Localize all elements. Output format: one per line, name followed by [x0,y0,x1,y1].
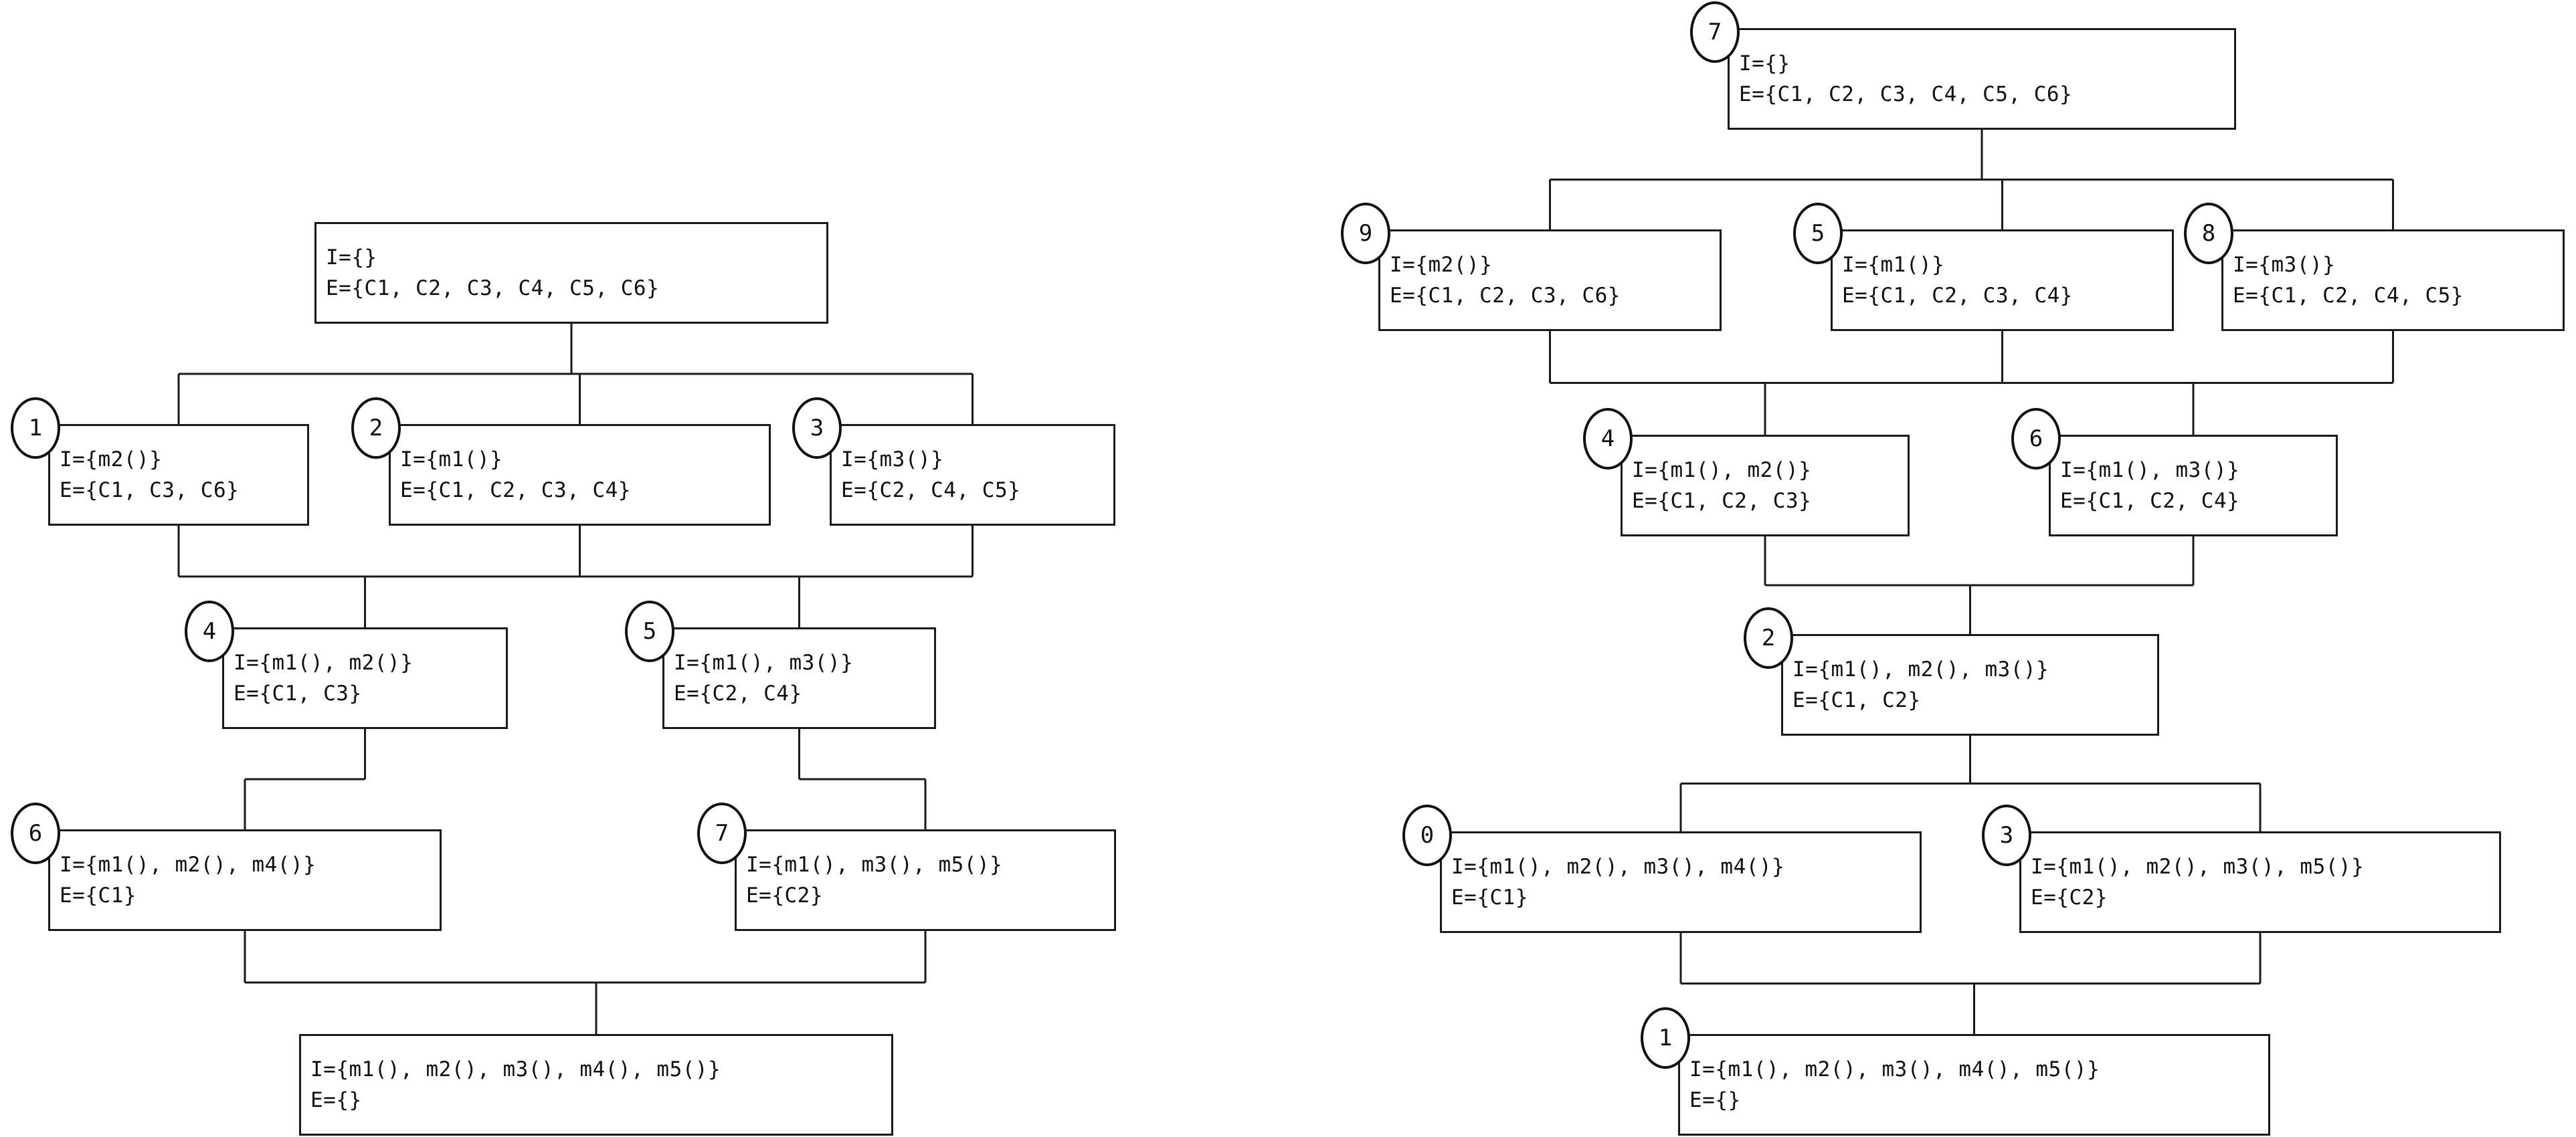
node-text-block: I={m1(), m2(), m3(), m4(), m5()} E={} [310,1054,721,1116]
node-id-badge-R-8: 8 [2184,203,2233,264]
node-extent-line: E={C1} [1451,886,1528,910]
concept-node-L-root[interactable]: I={} E={C1, C2, C3, C4, C5, C6} [314,222,828,324]
node-intent-line: I={m1(), m2(), m3(), m4(), m5()} [310,1057,721,1081]
node-id-badge-R-1: 1 [1641,1007,1690,1069]
node-id-badge-R-7: 7 [1690,1,1740,63]
node-text-block: I={} E={C1, C2, C3, C4, C5, C6} [326,242,659,304]
node-text-block: I={m1(), m2(), m4()} E={C1} [60,849,316,911]
node-text-block: I={m3()} E={C2, C4, C5} [841,444,1020,506]
concept-node-L-bottom[interactable]: I={m1(), m2(), m3(), m4(), m5()} E={} [299,1034,893,1136]
node-text-block: I={m2()} E={C1, C2, C3, C6} [1390,249,1621,311]
node-extent-line: E={C1, C2, C4} [2060,489,2240,513]
node-extent-line: E={C1, C2} [1792,688,1921,712]
node-intent-line: I={m1(), m2()} [234,651,413,675]
concept-node-L-1[interactable]: I={m2()} E={C1, C3, C6} [48,424,309,526]
node-intent-line: I={m3()} [841,447,944,472]
concept-node-L-5[interactable]: I={m1(), m3()} E={C2, C4} [662,627,936,729]
node-extent-line: E={C2, C4, C5} [841,478,1021,502]
node-extent-line: E={} [1689,1088,1741,1112]
node-intent-line: I={m1(), m3()} [2060,458,2240,482]
node-intent-line: I={m3()} [2233,253,2336,277]
node-id-badge-R-0: 0 [1402,805,1452,866]
node-text-block: I={m1(), m3(), m5()} E={C2} [746,849,1002,911]
node-intent-line: I={} [326,245,377,270]
node-extent-line: E={C2} [2031,886,2108,910]
node-text-block: I={m1(), m2(), m3(), m4()} E={C1} [1451,851,1784,913]
node-extent-line: E={} [310,1088,362,1112]
concept-node-R-5[interactable]: I={m1()} E={C1, C2, C3, C4} [1831,229,2174,331]
node-extent-line: E={C1, C2, C3, C4} [400,478,631,502]
node-text-block: I={m1(), m2(), m3(), m5()} E={C2} [2031,851,2364,913]
concept-node-R-3[interactable]: I={m1(), m2(), m3(), m5()} E={C2} [2019,831,2501,933]
concept-node-L-3[interactable]: I={m3()} E={C2, C4, C5} [830,424,1115,526]
node-text-block: I={m1(), m2(), m3(), m4(), m5()} E={} [1689,1054,2100,1116]
node-intent-line: I={m2()} [60,447,163,472]
node-intent-line: I={m1(), m2(), m3(), m4()} [1451,855,1785,879]
node-extent-line: E={C1, C2, C3, C6} [1390,284,1621,308]
node-extent-line: E={C1, C2, C3} [1632,489,1812,513]
concept-node-L-6[interactable]: I={m1(), m2(), m4()} E={C1} [48,829,442,931]
node-id-badge-R-9: 9 [1341,203,1390,264]
node-intent-line: I={m1(), m2(), m3(), m4(), m5()} [1689,1057,2100,1081]
concept-node-R-1[interactable]: I={m1(), m2(), m3(), m4(), m5()} E={} [1678,1034,2270,1136]
concept-node-R-8[interactable]: I={m3()} E={C1, C2, C4, C5} [2221,229,2565,331]
node-intent-line: I={} [1739,51,1790,76]
node-id-badge-R-5: 5 [1793,203,1843,264]
node-intent-line: I={m1(), m2(), m3()} [1792,657,2049,682]
node-id-badge-R-3: 3 [1982,805,2031,866]
node-intent-line: I={m1()} [1842,253,1945,277]
concept-node-L-4[interactable]: I={m1(), m2()} E={C1, C3} [222,627,508,729]
node-text-block: I={m3()} E={C1, C2, C4, C5} [2233,249,2464,311]
node-id-badge-L-6: 6 [11,803,60,864]
node-id-badge-R-2: 2 [1744,607,1793,669]
node-intent-line: I={m1(), m3()} [674,651,854,675]
node-intent-line: I={m1(), m3(), m5()} [746,853,1003,877]
concept-node-R-0[interactable]: I={m1(), m2(), m3(), m4()} E={C1} [1440,831,1922,933]
concept-node-R-4[interactable]: I={m1(), m2()} E={C1, C2, C3} [1621,435,1910,536]
node-id-badge-L-2: 2 [351,397,401,459]
concept-node-R-7[interactable]: I={} E={C1, C2, C3, C4, C5, C6} [1728,28,2236,130]
node-text-block: I={m2()} E={C1, C3, C6} [60,444,239,506]
node-extent-line: E={C1, C2, C3, C4, C5, C6} [1739,82,2073,106]
node-extent-line: E={C2} [746,884,823,908]
node-id-badge-L-7: 7 [697,803,747,864]
node-extent-line: E={C1} [60,884,136,908]
concept-node-R-2[interactable]: I={m1(), m2(), m3()} E={C1, C2} [1781,634,2159,736]
node-id-badge-R-4: 4 [1583,408,1633,470]
concept-node-L-7[interactable]: I={m1(), m3(), m5()} E={C2} [735,829,1116,931]
node-extent-line: E={C1, C2, C3, C4, C5, C6} [326,276,660,300]
node-text-block: I={m1(), m3()} E={C2, C4} [674,647,853,709]
node-id-badge-L-3: 3 [792,397,842,459]
node-intent-line: I={m1(), m2(), m4()} [60,853,316,877]
node-text-block: I={m1(), m2()} E={C1, C3} [234,647,413,709]
node-text-block: I={m1()} E={C1, C2, C3, C4} [1842,249,2073,311]
node-extent-line: E={C1, C2, C3, C4} [1842,284,2073,308]
node-id-badge-L-1: 1 [11,397,60,459]
node-text-block: I={m1(), m2(), m3()} E={C1, C2} [1792,654,2049,716]
node-extent-line: E={C2, C4} [674,682,802,706]
node-intent-line: I={m1()} [400,447,503,472]
node-id-badge-L-5: 5 [625,601,674,662]
node-id-badge-L-4: 4 [185,601,234,662]
node-text-block: I={m1(), m3()} E={C1, C2, C4} [2060,455,2239,516]
node-extent-line: E={C1, C3, C6} [60,478,240,502]
node-id-badge-R-6: 6 [2011,408,2061,470]
concept-node-R-9[interactable]: I={m2()} E={C1, C2, C3, C6} [1378,229,1722,331]
node-extent-line: E={C1, C3} [234,682,362,706]
node-intent-line: I={m1(), m2()} [1632,458,1812,482]
node-intent-line: I={m2()} [1390,253,1493,277]
node-intent-line: I={m1(), m2(), m3(), m5()} [2031,855,2365,879]
node-extent-line: E={C1, C2, C4, C5} [2233,284,2464,308]
concept-node-L-2[interactable]: I={m1()} E={C1, C2, C3, C4} [389,424,771,526]
node-text-block: I={m1(), m2()} E={C1, C2, C3} [1632,455,1811,516]
node-text-block: I={} E={C1, C2, C3, C4, C5, C6} [1739,48,2072,110]
node-text-block: I={m1()} E={C1, C2, C3, C4} [400,444,631,506]
concept-node-R-6[interactable]: I={m1(), m3()} E={C1, C2, C4} [2049,435,2338,536]
